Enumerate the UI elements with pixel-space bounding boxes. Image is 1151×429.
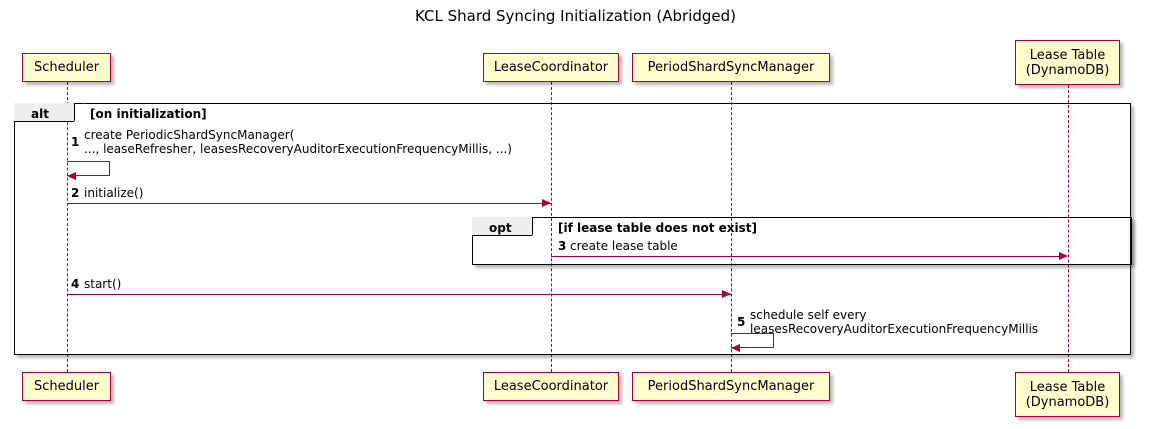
message-3-line <box>551 256 1059 257</box>
diagram-title: KCL Shard Syncing Initialization (Abridg… <box>415 7 736 25</box>
message-3-label: create lease table <box>570 239 678 253</box>
participant-period-shard-sync-manager-top[interactable]: PeriodShardSyncManager <box>632 53 830 82</box>
participant-label: PeriodShardSyncManager <box>647 379 815 394</box>
participant-lease-coordinator-top[interactable]: LeaseCoordinator <box>483 53 619 82</box>
lifeline-lease-table <box>1067 85 1069 372</box>
participant-lease-coordinator-bottom[interactable]: LeaseCoordinator <box>483 372 619 401</box>
participant-lease-table-bottom[interactable]: Lease Table (DynamoDB) <box>1015 372 1120 417</box>
participant-lease-table-top[interactable]: Lease Table (DynamoDB) <box>1015 40 1120 85</box>
fragment-opt-condition: [if lease table does not exist] <box>558 221 758 235</box>
lifeline-period-shard-sync-manager <box>730 82 732 372</box>
message-1-number: 1 <box>71 135 80 149</box>
fragment-alt-tab <box>14 103 85 122</box>
lifeline-lease-coordinator <box>550 82 552 372</box>
message-3-arrowhead <box>1059 251 1068 260</box>
fragment-opt-tab <box>472 217 543 236</box>
message-4-number: 4 <box>71 277 80 291</box>
message-1-self-loop <box>67 161 110 176</box>
message-2-line <box>67 203 551 204</box>
message-5-number: 5 <box>737 315 746 329</box>
participant-label: Scheduler <box>33 60 100 75</box>
participant-label: Lease Table (DynamoDB) <box>1025 47 1110 78</box>
message-4-label: start() <box>84 277 122 291</box>
participant-scheduler-bottom[interactable]: Scheduler <box>22 372 111 401</box>
participant-scheduler-top[interactable]: Scheduler <box>22 53 111 82</box>
fragment-opt <box>472 217 1132 265</box>
fragment-opt-operator: opt <box>489 221 512 235</box>
message-1-arrowhead <box>67 171 76 180</box>
message-2-label: initialize() <box>84 186 144 200</box>
participant-label: LeaseCoordinator <box>493 60 609 75</box>
message-5-self-loop <box>731 333 774 348</box>
message-1-label: create PeriodicShardSyncManager( ..., le… <box>84 128 512 156</box>
participant-label: LeaseCoordinator <box>493 379 609 394</box>
message-5-arrowhead <box>731 343 740 352</box>
participant-period-shard-sync-manager-bottom[interactable]: PeriodShardSyncManager <box>632 372 830 401</box>
message-4-arrowhead <box>722 289 731 298</box>
participant-label: Scheduler <box>33 379 100 394</box>
fragment-alt <box>14 103 1131 355</box>
message-3-number: 3 <box>558 239 567 253</box>
fragment-alt-condition: [on initialization] <box>90 107 207 121</box>
message-4-line <box>67 294 731 295</box>
message-2-arrowhead <box>542 198 551 207</box>
lifeline-scheduler <box>66 82 68 372</box>
participant-label: Lease Table (DynamoDB) <box>1025 379 1110 410</box>
message-5-label: schedule self every leasesRecoveryAudito… <box>750 308 1039 336</box>
participant-label: PeriodShardSyncManager <box>647 60 815 75</box>
fragment-alt-operator: alt <box>31 107 49 121</box>
message-2-number: 2 <box>71 186 80 200</box>
